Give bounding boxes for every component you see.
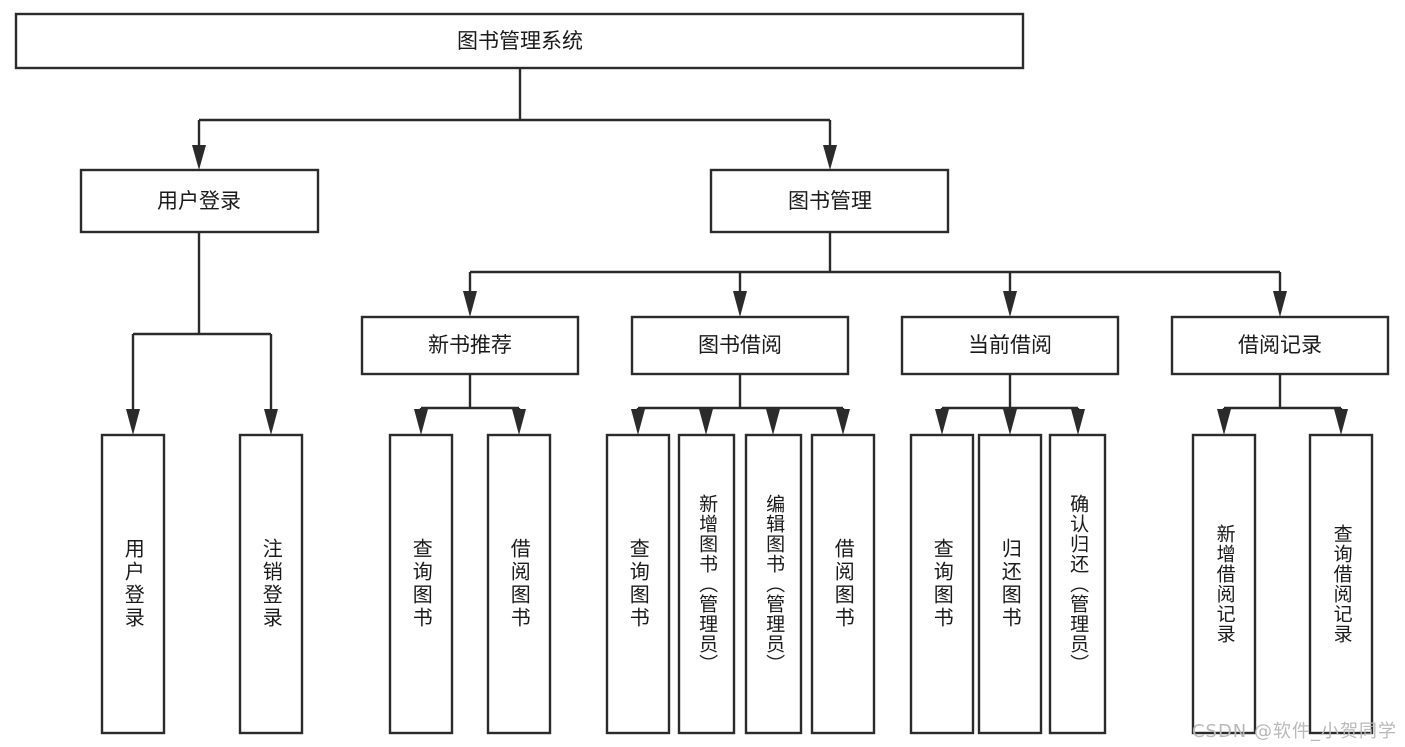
leaf-add-book-box[interactable] bbox=[677, 433, 736, 735]
node-borrow-record-label: 借阅记录 bbox=[1238, 333, 1322, 357]
node-book-manage-box[interactable] bbox=[709, 168, 950, 234]
leaf-user-login-box[interactable] bbox=[100, 433, 166, 735]
leaf-query-record-box[interactable] bbox=[1308, 433, 1374, 735]
node-user-login-box[interactable] bbox=[79, 168, 320, 234]
node-current-borrow-label: 当前借阅 bbox=[968, 333, 1052, 357]
node-new-book-rec[interactable]: 新书推荐 bbox=[360, 315, 580, 376]
arrow-to-borrow-record bbox=[1273, 291, 1287, 317]
arrow-to-book-borrow bbox=[733, 291, 747, 317]
leaf-logout-box[interactable] bbox=[238, 433, 304, 735]
node-current-borrow-box[interactable] bbox=[900, 315, 1120, 376]
leaf-edit-book-box[interactable] bbox=[744, 433, 803, 735]
node-borrow-record-box[interactable] bbox=[1170, 315, 1390, 376]
node-book-borrow-box[interactable] bbox=[630, 315, 850, 376]
node-book-borrow[interactable]: 图书借阅 bbox=[630, 315, 850, 376]
arrow-to-user-login bbox=[192, 145, 206, 170]
node-user-login-label: 用户登录 bbox=[157, 189, 241, 213]
connector-group-new-book-rec-to-leaves bbox=[414, 374, 526, 435]
arrow-leaf-query-record bbox=[1334, 409, 1348, 435]
connector-group-borrow-record-to-leaves bbox=[1217, 374, 1348, 435]
arrow-leaf-edit-book bbox=[766, 409, 780, 435]
arrow-leaf-user-login bbox=[126, 409, 140, 435]
arrow-leaf-logout bbox=[264, 409, 278, 435]
node-user-login[interactable]: 用户登录 bbox=[79, 168, 320, 234]
connector-group-root-to-level2 bbox=[192, 68, 837, 170]
arrow-to-new-book-rec bbox=[463, 291, 477, 317]
leaf-boxes bbox=[100, 433, 1374, 735]
node-new-book-rec-label: 新书推荐 bbox=[428, 333, 512, 357]
connector-group-book-manage-to-level3 bbox=[463, 232, 1287, 317]
node-book-manage[interactable]: 图书管理 bbox=[709, 168, 950, 234]
node-current-borrow[interactable]: 当前借阅 bbox=[900, 315, 1120, 376]
node-borrow-record[interactable]: 借阅记录 bbox=[1170, 315, 1390, 376]
arrow-leaf-query-book-2 bbox=[631, 409, 645, 435]
arrow-leaf-query-book-3 bbox=[935, 409, 949, 435]
arrow-leaf-query-book-1 bbox=[414, 409, 428, 435]
leaf-query-book-1-box[interactable] bbox=[388, 433, 454, 735]
arrow-leaf-borrow-book-2 bbox=[836, 409, 850, 435]
node-root[interactable]: 图书管理系统 bbox=[14, 12, 1025, 70]
leaf-confirm-return-box[interactable] bbox=[1048, 433, 1107, 735]
leaf-query-book-2-box[interactable] bbox=[605, 433, 671, 735]
leaf-return-book-box[interactable] bbox=[977, 433, 1043, 735]
arrow-leaf-add-book bbox=[699, 409, 713, 435]
connector-group-user-login-to-leaves bbox=[126, 232, 278, 435]
arrow-leaf-confirm-return bbox=[1071, 409, 1085, 435]
leaf-query-book-3-box[interactable] bbox=[909, 433, 975, 735]
node-book-manage-label: 图书管理 bbox=[788, 189, 872, 213]
node-root-box[interactable] bbox=[14, 12, 1025, 70]
connector-group-book-borrow-to-leaves bbox=[631, 374, 850, 435]
arrow-leaf-return-book bbox=[1003, 409, 1017, 435]
csdn-watermark: CSDN @软件_小贺同学 bbox=[1191, 721, 1397, 742]
leaf-borrow-book-2-box[interactable] bbox=[810, 433, 876, 735]
arrow-to-book-manage bbox=[823, 145, 837, 170]
node-new-book-rec-box[interactable] bbox=[360, 315, 580, 376]
arrow-to-current-borrow bbox=[1003, 291, 1017, 317]
node-root-label: 图书管理系统 bbox=[457, 29, 583, 53]
node-book-borrow-label: 图书借阅 bbox=[698, 333, 782, 357]
leaf-add-record-box[interactable] bbox=[1191, 433, 1257, 735]
leaf-borrow-book-1-box[interactable] bbox=[486, 433, 552, 735]
connector-group-current-borrow-to-leaves bbox=[935, 374, 1085, 435]
arrow-leaf-borrow-book-1 bbox=[512, 409, 526, 435]
arrow-leaf-add-record bbox=[1217, 409, 1231, 435]
